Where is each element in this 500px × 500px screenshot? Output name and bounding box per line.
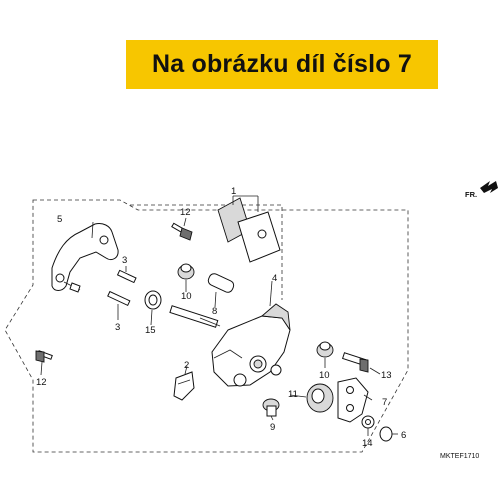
callout-10-lower: 10 (319, 370, 330, 381)
callout-2: 2 (184, 360, 189, 371)
part-7-plate (337, 377, 369, 423)
part-1-brake-pads (217, 197, 281, 263)
callout-3-upper: 3 (122, 255, 127, 266)
callout-4: 4 (272, 273, 277, 284)
callout-12-upper: 12 (180, 207, 191, 218)
leader-lines (40, 217, 398, 436)
slide-pin-bolt (169, 305, 221, 328)
part-10-boot-upper (177, 263, 195, 280)
callout-8: 8 (212, 306, 217, 317)
part-13-bolt (341, 352, 369, 373)
part-15-seal (144, 290, 162, 310)
part-14-nut (361, 415, 375, 429)
front-direction-arrow: FR. (465, 181, 498, 199)
callout-11: 11 (288, 389, 298, 400)
callout-1: 1 (231, 186, 236, 197)
assembly-boundary (4, 199, 409, 453)
callouts: 1 2 3 3 4 5 6 7 8 9 10 10 11 12 12 13 14… (36, 186, 406, 449)
part-3-pin-lower (107, 290, 131, 307)
callout-3-lower: 3 (115, 322, 120, 333)
part-6-cap (379, 426, 393, 442)
part-5-caliper-bracket (51, 223, 119, 291)
callout-6: 6 (401, 430, 406, 441)
part-10-boot-lower (316, 341, 334, 358)
callout-7: 7 (382, 397, 387, 408)
banner-text: Na obrázku díl číslo 7 (151, 50, 413, 78)
callout-5: 5 (57, 214, 62, 225)
callout-14: 14 (362, 438, 373, 449)
part-9-bleeder (262, 398, 280, 417)
part-2-pad-spring (173, 371, 195, 401)
inner-guide (130, 204, 283, 300)
callout-12-lower: 12 (36, 377, 47, 388)
callout-10-upper: 10 (181, 291, 192, 302)
part-4-caliper-body (211, 303, 291, 387)
part-8-sleeve (207, 273, 235, 293)
callout-9: 9 (270, 422, 275, 433)
diagram-code: MKTEF1710 (440, 453, 479, 460)
part-12-bolt-upper (171, 222, 193, 241)
part-number-banner: Na obrázku díl číslo 7 (126, 40, 438, 89)
bracket-pin (63, 281, 81, 293)
part-11-bushing (306, 383, 334, 413)
part-12-bolt-lower (35, 350, 53, 363)
part-3-pin-upper (116, 269, 137, 284)
callout-15: 15 (145, 325, 156, 336)
callout-13: 13 (381, 370, 392, 381)
front-direction-label: FR. (465, 190, 477, 199)
